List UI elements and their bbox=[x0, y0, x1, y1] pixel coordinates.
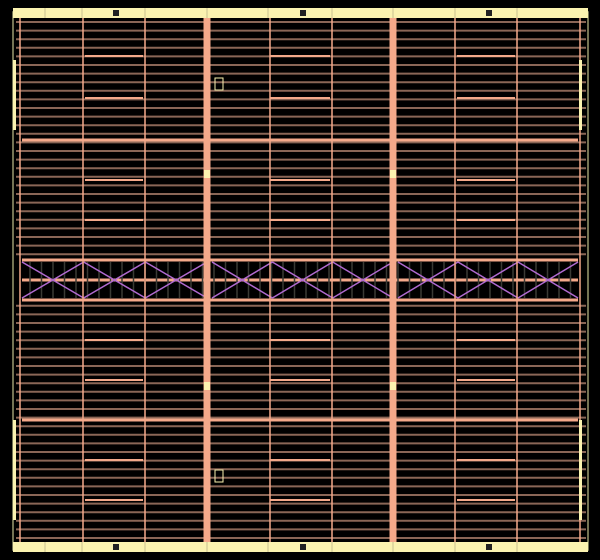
power-column bbox=[389, 14, 397, 548]
pad-via bbox=[300, 544, 306, 550]
via-marker bbox=[204, 382, 210, 390]
probe-marker bbox=[214, 77, 224, 91]
truss-diagonal bbox=[397, 261, 459, 299]
pad-via bbox=[486, 544, 492, 550]
edge-pad bbox=[579, 60, 582, 130]
truss-diagonal bbox=[332, 261, 394, 299]
pad-via bbox=[300, 10, 306, 16]
truss-diagonal bbox=[21, 261, 85, 299]
truss-diagonal bbox=[517, 261, 579, 299]
truss-diagonal bbox=[83, 261, 146, 299]
probe-marker bbox=[214, 469, 224, 483]
pad-via bbox=[113, 544, 119, 550]
via-marker bbox=[390, 170, 396, 178]
truss-diagonal bbox=[271, 261, 334, 299]
truss-diagonal bbox=[457, 261, 519, 299]
truss-diagonal bbox=[211, 261, 273, 299]
via-marker bbox=[390, 382, 396, 390]
pad-via bbox=[486, 10, 492, 16]
edge-pad bbox=[13, 420, 16, 520]
truss-diagonal bbox=[144, 261, 208, 299]
power-column bbox=[203, 14, 211, 548]
via-marker bbox=[204, 170, 210, 178]
pad-via bbox=[113, 10, 119, 16]
edge-pad bbox=[13, 60, 16, 130]
edge-pad bbox=[579, 420, 582, 520]
